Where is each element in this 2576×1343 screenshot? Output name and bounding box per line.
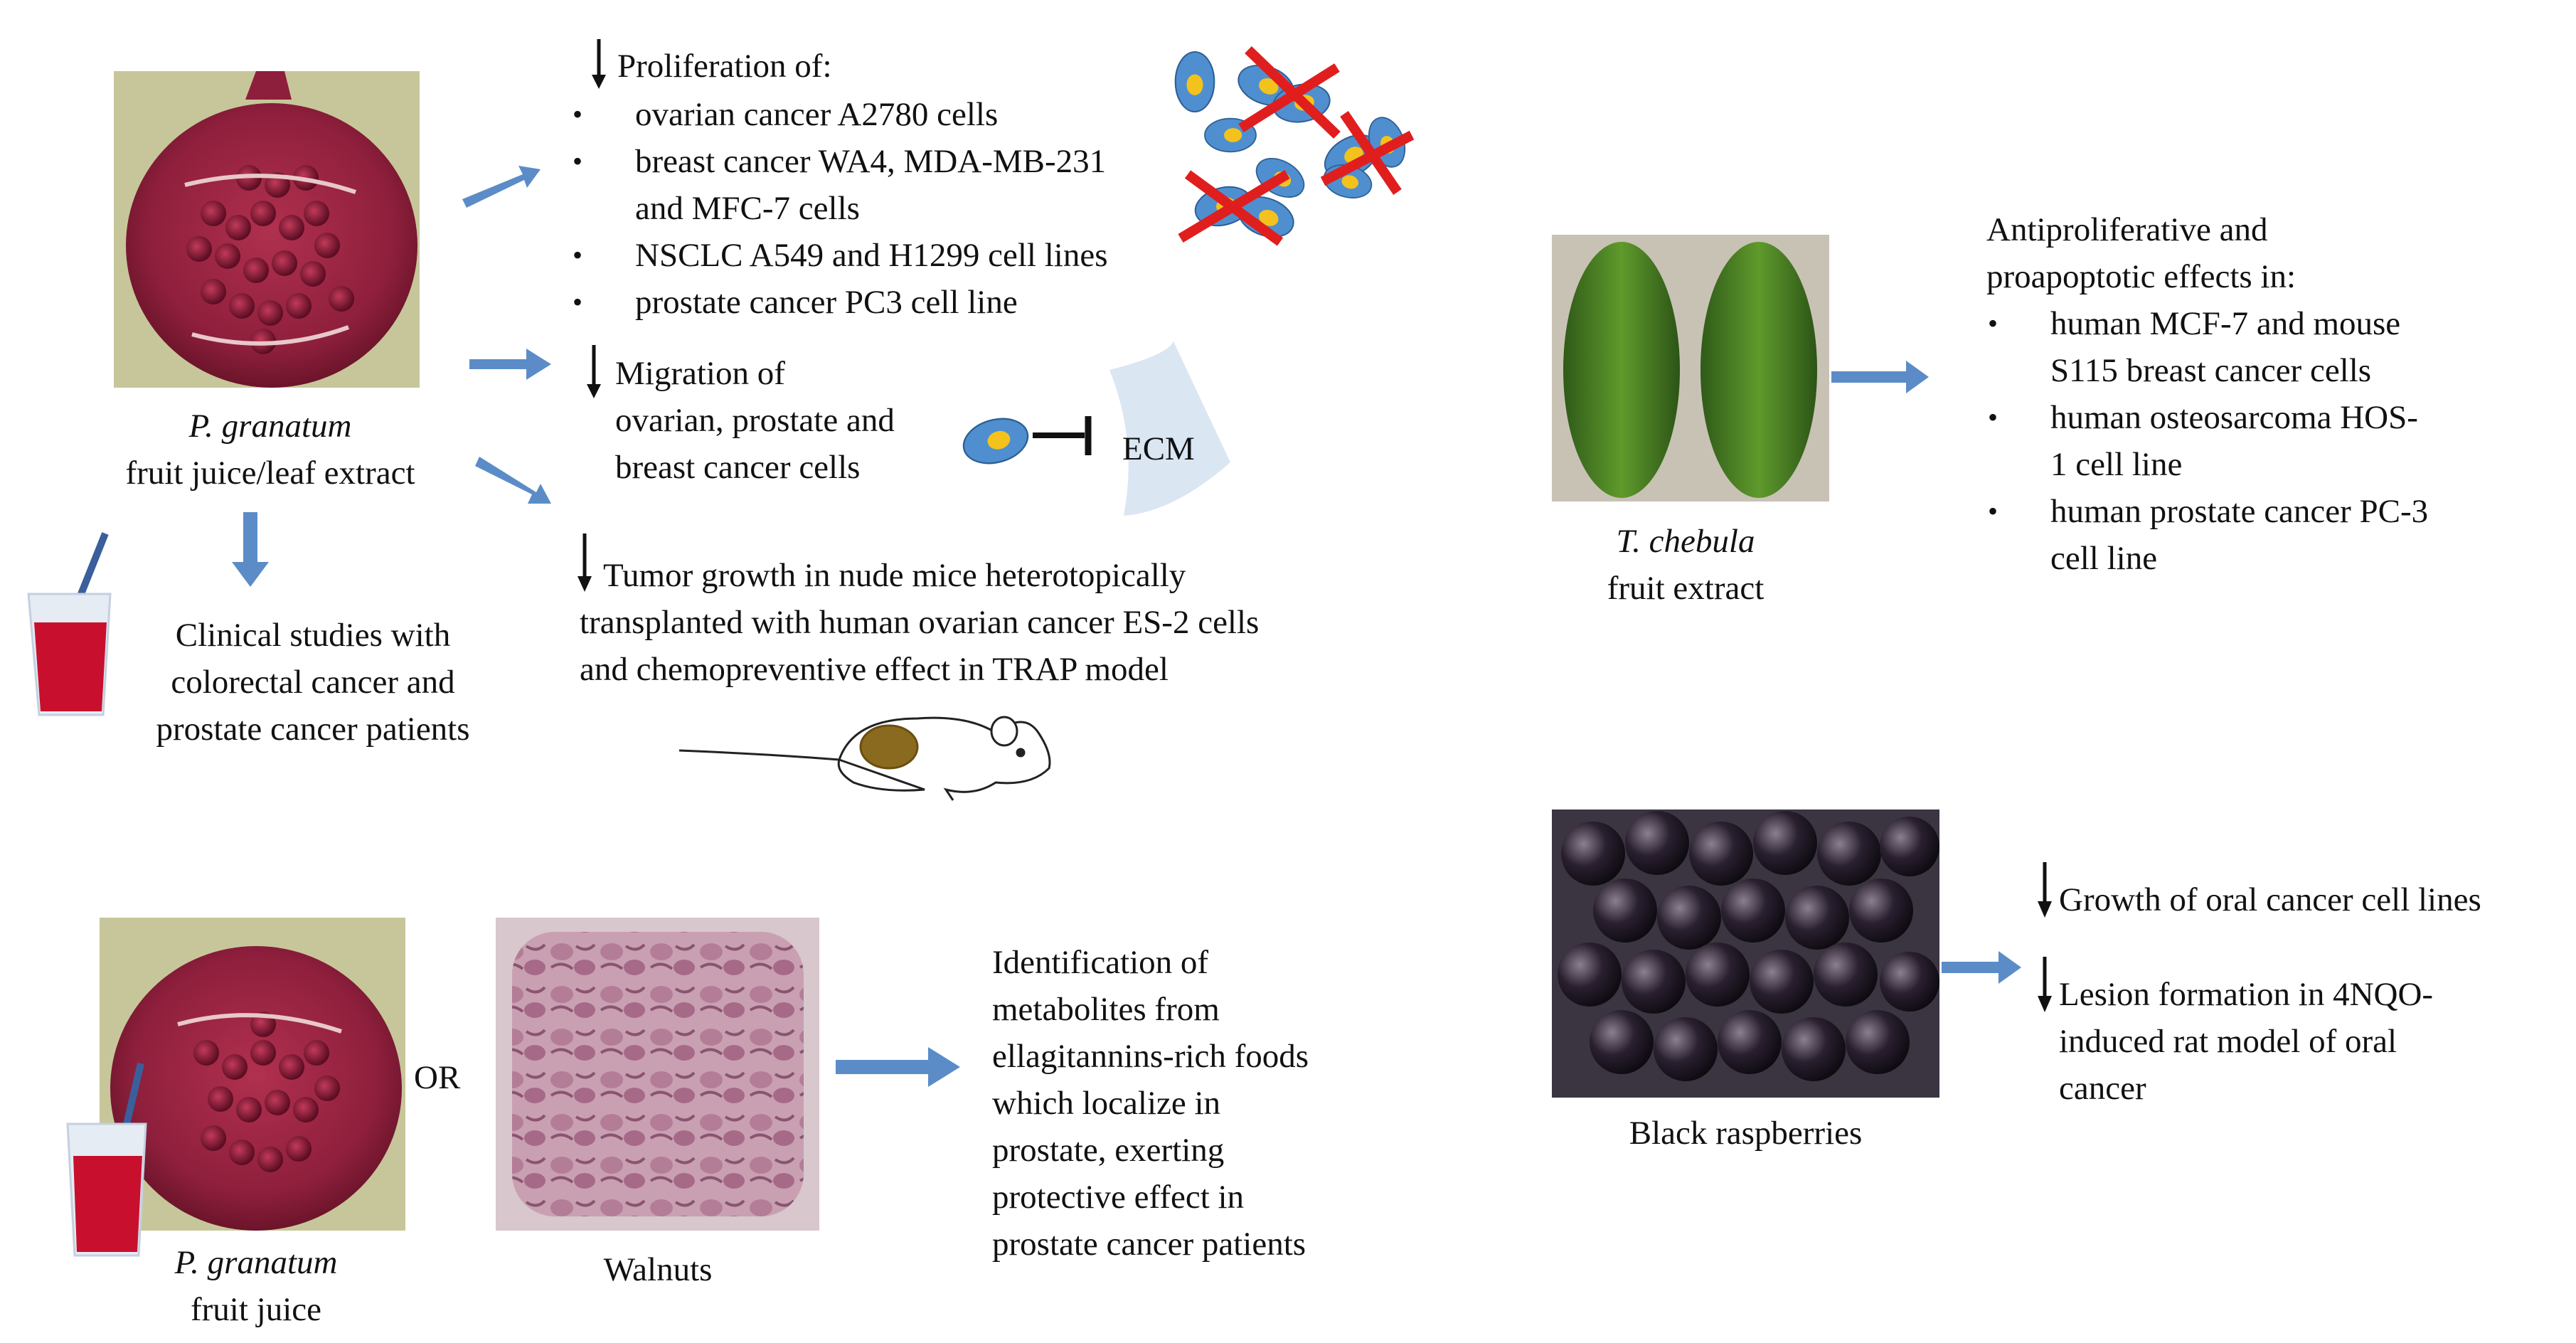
antiproliferative-item-line: cell line xyxy=(2050,540,2158,577)
arrow-to-tumor xyxy=(475,457,551,504)
growth-text: Growth of oral cancer cell lines xyxy=(2059,881,2481,918)
tumor-line: and chemopreventive effect in TRAP model xyxy=(580,651,1169,688)
proliferation-item-continued: and MFC-7 cells xyxy=(573,185,1108,232)
arrow-to-antiproliferative xyxy=(1831,361,1929,393)
juice-cup-icon-bottom xyxy=(66,1062,147,1257)
migration-inhibition-illustration xyxy=(957,341,1230,516)
juice-cup-icon xyxy=(27,532,112,716)
clinical-line: Clinical studies with xyxy=(175,617,451,654)
antiproliferative-item: human prostate cancer PC-3 cell line xyxy=(1988,488,2428,582)
walnuts-photo xyxy=(496,918,819,1231)
ecm-label: ECM xyxy=(1122,430,1195,467)
antiproliferative-heading: proapoptotic effects in: xyxy=(1986,258,2296,295)
metabolites-line: protective effect in xyxy=(992,1179,1245,1216)
juice-caption: P. granatum fruit juice xyxy=(92,1239,420,1333)
raspberries-photo xyxy=(1552,809,1939,1098)
proliferation-item: NSCLC A549 and H1299 cell lines xyxy=(573,232,1108,279)
migration-line: Migration of xyxy=(615,355,785,392)
clinical-studies-text: Clinical studies with colorectal cancer … xyxy=(121,612,505,753)
decrease-arrow-tumor xyxy=(578,534,592,592)
clinical-line: prostate cancer patients xyxy=(156,711,470,748)
metabolites-line: prostate, exerting xyxy=(992,1132,1225,1169)
arrow-to-clinical xyxy=(232,512,269,587)
pomegranate-juice-photo xyxy=(100,918,405,1231)
pomegranate-source-label: fruit juice/leaf extract xyxy=(125,455,415,492)
antiproliferative-text: Antiproliferative and proapoptotic effec… xyxy=(1986,206,2296,300)
clinical-line: colorectal cancer and xyxy=(171,664,455,701)
decrease-arrow-proliferation xyxy=(592,39,606,89)
antiproliferative-item: human MCF-7 and mouse S115 breast cancer… xyxy=(1988,300,2428,394)
pomegranate-photo xyxy=(114,71,420,388)
lesion-line: Lesion formation in 4NQO- xyxy=(2059,976,2434,1013)
metabolites-line: metabolites from xyxy=(992,991,1220,1028)
chebula-species-label: T. chebula xyxy=(1616,523,1755,560)
metabolites-line: ellagitannins-rich foods xyxy=(992,1038,1309,1075)
antiproliferative-item: human osteosarcoma HOS- 1 cell line xyxy=(1988,394,2428,488)
juice-species-label: P. granatum xyxy=(174,1244,338,1281)
mouse-illustration xyxy=(678,716,1051,801)
antiproliferative-item-line: human osteosarcoma HOS- xyxy=(2050,399,2418,436)
antiproliferative-item-line: 1 cell line xyxy=(2050,446,2183,483)
antiproliferative-list: human MCF-7 and mouse S115 breast cancer… xyxy=(1988,300,2428,582)
arrow-to-identification xyxy=(836,1047,960,1087)
walnuts-caption: Walnuts xyxy=(603,1251,713,1288)
tumor-text: Tumor growth in nude mice heterotopicall… xyxy=(603,552,1186,599)
tumor-line: Tumor growth in nude mice heterotopicall… xyxy=(603,557,1186,594)
chebula-photo xyxy=(1552,235,1829,501)
lesion-line: cancer xyxy=(2059,1070,2146,1107)
proliferation-item-continuation: and MFC-7 cells xyxy=(635,190,860,227)
proliferation-item: prostate cancer PC3 cell line xyxy=(573,279,1108,326)
arrow-to-migration xyxy=(469,349,551,380)
migration-text: Migration of xyxy=(615,350,785,397)
antiproliferative-item-line: human MCF-7 and mouse xyxy=(2050,305,2401,342)
decrease-arrow-lesion xyxy=(2038,957,2052,1012)
tumor-text-body: transplanted with human ovarian cancer E… xyxy=(580,599,1259,693)
antiproliferative-heading: Antiproliferative and xyxy=(1986,211,2268,248)
antiproliferative-item-line: S115 breast cancer cells xyxy=(2050,352,2372,389)
metabolites-line: prostate cancer patients xyxy=(992,1226,1306,1263)
proliferation-item: ovarian cancer A2780 cells xyxy=(573,91,1108,138)
juice-source-label: fruit juice xyxy=(190,1291,321,1328)
migration-text-body: ovarian, prostate and breast cancer cell… xyxy=(615,397,895,491)
proliferation-item: breast cancer WA4, MDA-MB-231 xyxy=(573,138,1108,185)
cancer-cells-illustration xyxy=(1174,46,1415,246)
pomegranate-species-label: P. granatum xyxy=(188,408,352,445)
metabolites-line: Identification of xyxy=(992,944,1209,981)
raspberries-caption: Black raspberries xyxy=(1629,1115,1863,1152)
proliferation-list: ovarian cancer A2780 cells breast cancer… xyxy=(573,91,1108,326)
pomegranate-caption: P. granatum fruit juice/leaf extract xyxy=(78,403,462,497)
migration-line: ovarian, prostate and xyxy=(615,402,895,439)
migration-line: breast cancer cells xyxy=(615,449,861,486)
metabolites-text: Identification of metabolites from ellag… xyxy=(992,939,1309,1268)
proliferation-heading: Proliferation of: xyxy=(617,48,832,85)
arrow-to-oral-cancer xyxy=(1942,951,2021,984)
arrow-to-proliferation xyxy=(462,166,541,208)
decrease-arrow-growth xyxy=(2038,862,2052,918)
lesion-text: Lesion formation in 4NQO- induced rat mo… xyxy=(2059,971,2433,1112)
metabolites-line: which localize in xyxy=(992,1085,1221,1122)
or-label: OR xyxy=(414,1059,461,1096)
antiproliferative-item-line: human prostate cancer PC-3 xyxy=(2050,493,2429,530)
chebula-source-label: fruit extract xyxy=(1607,570,1765,607)
lesion-line: induced rat model of oral xyxy=(2059,1023,2397,1060)
tumor-line: transplanted with human ovarian cancer E… xyxy=(580,604,1260,641)
decrease-arrow-migration xyxy=(587,345,601,398)
chebula-caption: T. chebula fruit extract xyxy=(1515,518,1856,612)
